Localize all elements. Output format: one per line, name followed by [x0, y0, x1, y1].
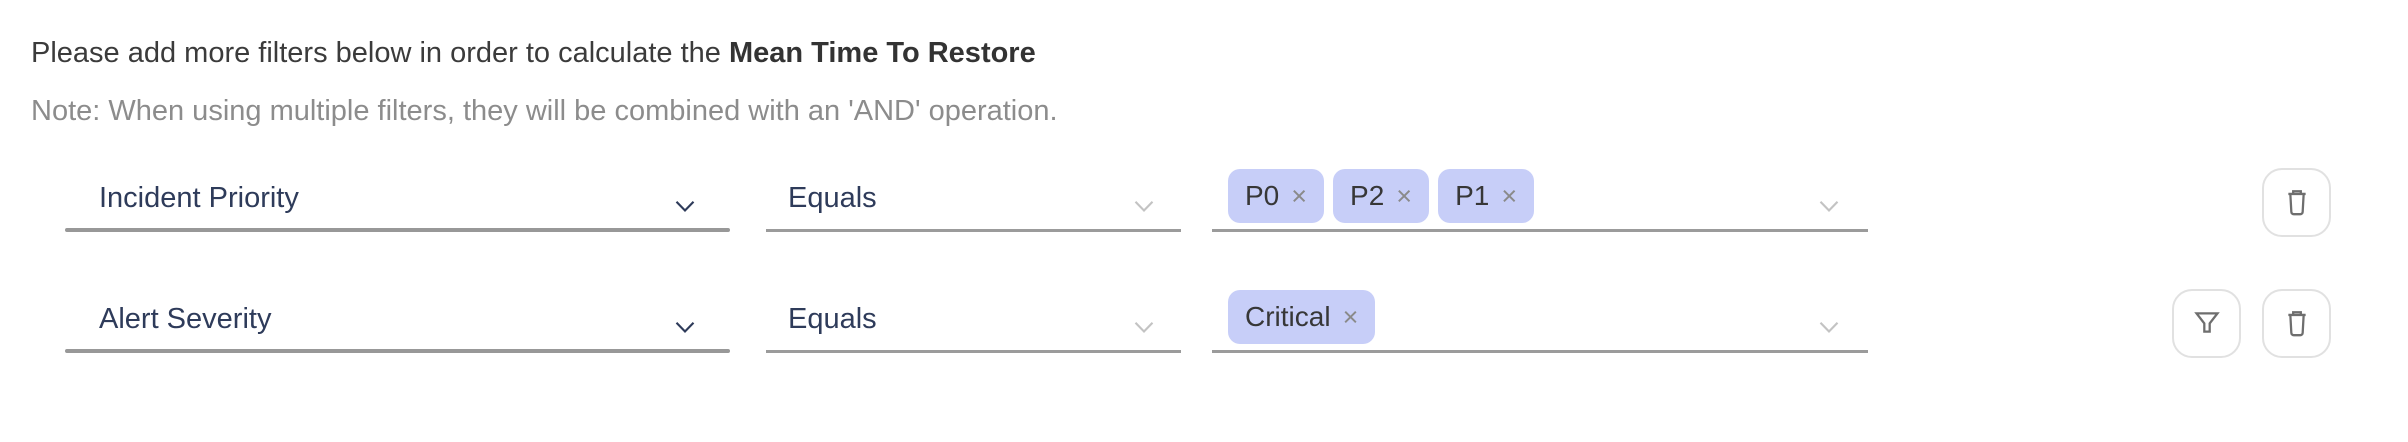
funnel-icon: [2190, 307, 2224, 341]
filter-row: Alert Severity Equals Critical ×: [0, 261, 2408, 358]
values-multiselect[interactable]: Critical ×: [1212, 261, 1868, 353]
and-operation-note: Note: When using multiple filters, they …: [31, 95, 1058, 127]
chevron-down-icon: [1127, 189, 1161, 223]
selected-values: P0 × P2 × P1 ×: [1228, 169, 1535, 223]
value-tag-label: P1: [1455, 180, 1490, 211]
operator-select[interactable]: Equals: [766, 261, 1181, 353]
remove-tag-icon[interactable]: ×: [1396, 180, 1413, 211]
remove-tag-icon[interactable]: ×: [1501, 180, 1518, 211]
trash-icon: [2280, 186, 2314, 220]
field-select-value: Incident Priority: [99, 182, 299, 214]
field-select-incident-priority[interactable]: Incident Priority: [65, 140, 730, 232]
value-tag: P1 ×: [1438, 169, 1535, 223]
chevron-down-icon: [1812, 189, 1846, 223]
operator-select-value: Equals: [788, 303, 877, 335]
value-tag-label: P2: [1350, 180, 1385, 211]
values-multiselect[interactable]: P0 × P2 × P1 ×: [1212, 140, 1868, 232]
value-tag: P0 ×: [1228, 169, 1325, 223]
remove-tag-icon[interactable]: ×: [1342, 301, 1359, 332]
instructions-text: Please add more filters below in order t…: [31, 36, 1058, 70]
delete-filter-button[interactable]: [2262, 168, 2331, 237]
field-select-value: Alert Severity: [99, 303, 272, 335]
remove-tag-icon[interactable]: ×: [1291, 180, 1308, 211]
chevron-down-icon: [1127, 310, 1161, 344]
operator-select-value: Equals: [788, 182, 877, 214]
delete-filter-button[interactable]: [2262, 289, 2331, 358]
value-tag-label: Critical: [1245, 301, 1331, 332]
value-tag: P2 ×: [1333, 169, 1430, 223]
metric-name: Mean Time To Restore: [729, 37, 1036, 69]
instructions-text-regular: Please add more filters below in order t…: [31, 37, 721, 69]
trash-icon: [2280, 307, 2314, 341]
chevron-down-icon: [668, 310, 702, 344]
chevron-down-icon: [1812, 310, 1846, 344]
value-tag: Critical ×: [1228, 290, 1376, 344]
filter-row: Incident Priority Equals P0 × P2 ×: [0, 140, 2408, 237]
selected-values: Critical ×: [1228, 290, 1376, 344]
operator-select[interactable]: Equals: [766, 140, 1181, 232]
header: Please add more filters below in order t…: [31, 36, 1058, 128]
chevron-down-icon: [668, 189, 702, 223]
field-select-alert-severity[interactable]: Alert Severity: [65, 261, 730, 353]
value-tag-label: P0: [1245, 180, 1280, 211]
apply-filter-button[interactable]: [2172, 289, 2241, 358]
